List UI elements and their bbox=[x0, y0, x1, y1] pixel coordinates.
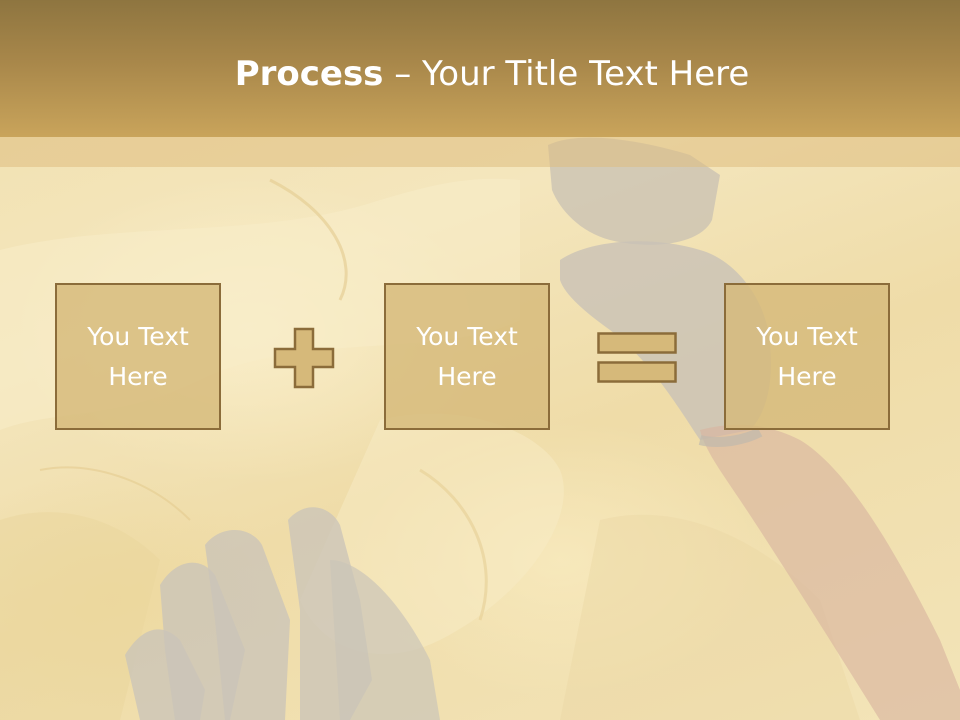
process-box-2-label: You Text Here bbox=[416, 321, 518, 391]
process-box-1-label: You Text Here bbox=[87, 321, 189, 391]
equals-icon bbox=[597, 332, 677, 383]
slide-title-rest: – Your Title Text Here bbox=[383, 54, 750, 94]
process-box-1: You Text Here bbox=[55, 283, 221, 430]
slide-title-bold: Process bbox=[234, 54, 384, 94]
plus-icon bbox=[273, 327, 335, 389]
header-bar bbox=[0, 0, 960, 137]
process-box-3: You Text Here bbox=[724, 283, 890, 430]
process-box-2: You Text Here bbox=[384, 283, 550, 430]
header-sub-band bbox=[0, 137, 960, 167]
slide-title: Process – Your Title Text Here bbox=[0, 50, 960, 98]
process-box-3-label: You Text Here bbox=[756, 321, 858, 391]
